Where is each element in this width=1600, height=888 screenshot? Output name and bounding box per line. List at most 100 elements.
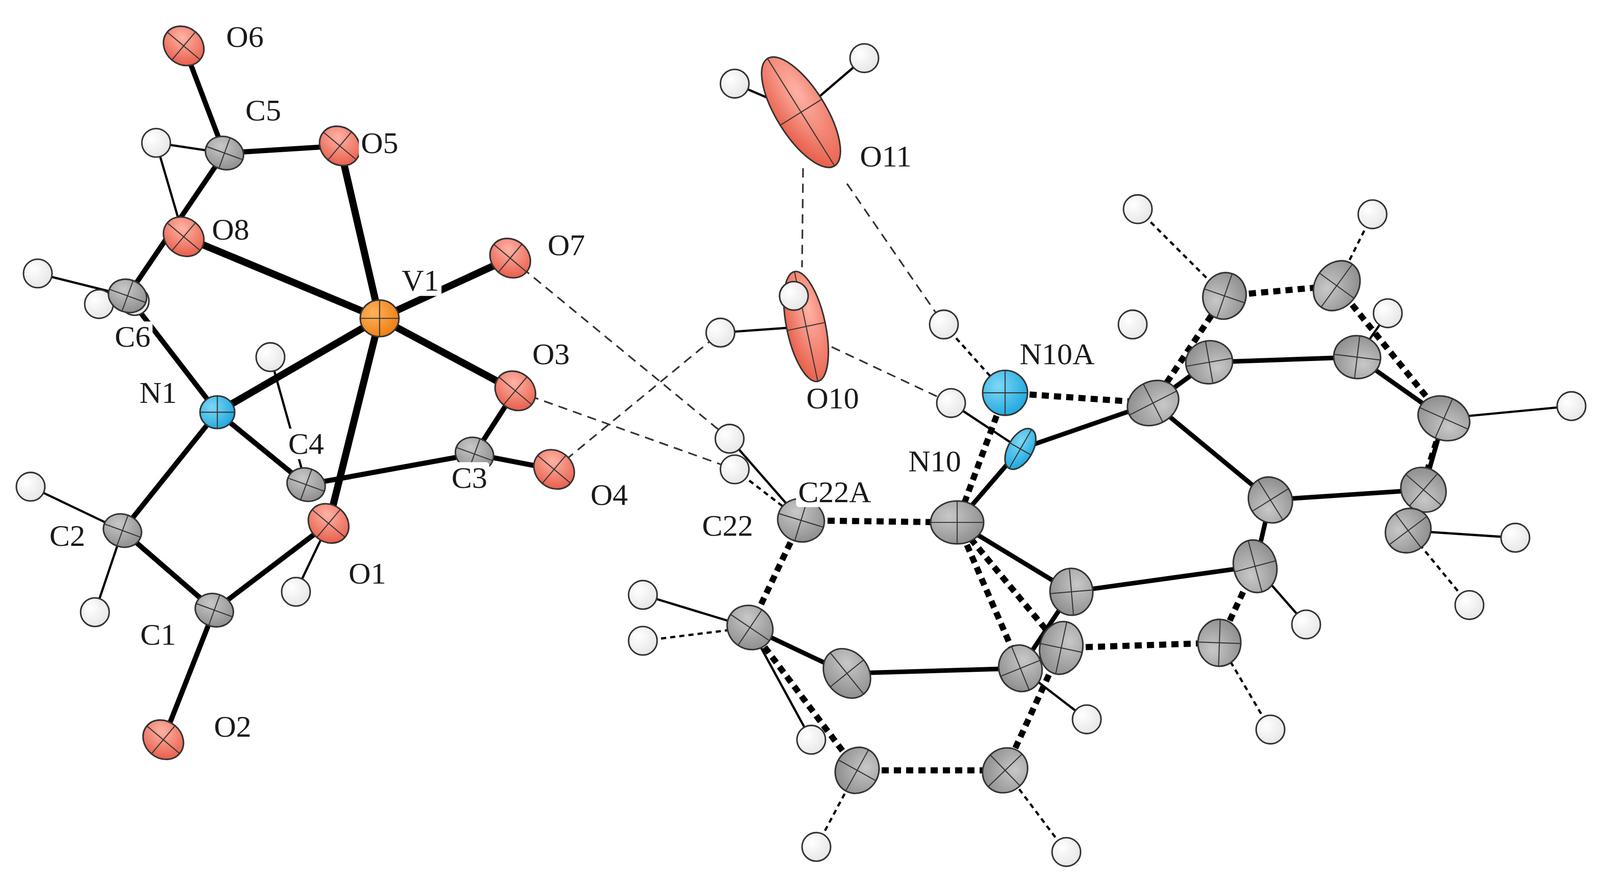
hydrogen-atom — [141, 128, 171, 158]
oxygen-atom — [746, 45, 856, 179]
atom-label: O1 — [346, 558, 389, 590]
nitrogen-atom-shape — [982, 370, 1028, 416]
principal-axis — [830, 659, 864, 688]
carbon-atom-shape — [1034, 617, 1088, 679]
hydrogen-atom-shape — [1052, 837, 1081, 867]
hydrogen-atom — [1501, 523, 1530, 552]
coordination-bond — [217, 318, 380, 413]
principal-axis — [838, 760, 877, 781]
hydrogen-atom — [929, 310, 958, 339]
hydrogen-link — [270, 357, 307, 485]
vanadium-atom — [360, 299, 399, 337]
principal-axis — [1143, 384, 1163, 423]
principal-axis — [1009, 429, 1032, 469]
carbon-atom — [103, 274, 152, 319]
principal-axis — [323, 131, 356, 160]
coordination-bond — [328, 318, 380, 524]
aromatic-bond — [847, 668, 1021, 674]
hydrogen-atom — [628, 580, 658, 609]
oxygen-atom-shape — [775, 267, 837, 386]
hydrogen-atom-shape — [1118, 310, 1147, 339]
hydrogen-atom — [1557, 391, 1586, 421]
principal-axis — [1395, 513, 1422, 548]
coordination-bond — [183, 236, 380, 319]
hydrogen-atom — [802, 832, 831, 862]
atom-label: O10 — [804, 382, 862, 414]
carbon-atom — [973, 738, 1037, 803]
hydrogen-atom — [720, 455, 749, 484]
hydrogen-atom-shape — [705, 318, 735, 347]
carbon-atom — [98, 508, 147, 553]
hydrogen-atom-shape — [1373, 298, 1402, 328]
hydrogen-atom-shape — [628, 626, 658, 655]
atom-label: O2 — [212, 711, 254, 742]
hydrogen-atom-shape — [23, 259, 52, 288]
principal-axis — [738, 609, 763, 646]
carbon-atom — [1197, 618, 1242, 667]
principal-axis — [990, 755, 1021, 786]
hydrogen-atom-shape — [720, 455, 749, 484]
principal-axis — [116, 515, 128, 546]
principal-axis — [172, 31, 196, 60]
atom-label: O5 — [358, 127, 401, 159]
covalent-bond — [122, 412, 218, 531]
hydrogen-atom-shape — [779, 281, 809, 310]
hydrogen-atom-shape — [141, 128, 171, 158]
hydrogen-atom — [1358, 200, 1387, 229]
atom-label: N10 — [906, 446, 964, 477]
principal-axis — [167, 223, 201, 251]
principal-axis — [498, 244, 522, 273]
carbon-atom-shape — [282, 462, 331, 507]
carbon-atom-shape — [1196, 266, 1253, 326]
principal-axis — [378, 299, 380, 337]
hydrogen-atom-shape — [16, 472, 46, 501]
hydrogen-atom — [1052, 837, 1081, 867]
principal-axis — [1354, 335, 1360, 379]
hydrogen-atom-shape — [1455, 590, 1484, 620]
atom-label: C3 — [449, 462, 490, 494]
carbon-atom — [1048, 566, 1096, 618]
principal-axis — [830, 653, 864, 695]
carbon-atom — [1239, 468, 1302, 532]
principal-axis — [1234, 560, 1276, 572]
hydrogen-atom — [16, 472, 46, 501]
coordination-bond — [379, 258, 511, 319]
hydrogen-atom — [797, 725, 826, 755]
hydrogen-atom — [720, 69, 749, 98]
hydrogen-atom — [281, 577, 310, 607]
oxygen-atom — [135, 711, 192, 768]
carbon-atom — [190, 588, 239, 633]
principal-axis — [216, 395, 218, 429]
carbon-atom — [1410, 388, 1477, 449]
oxygen-atom — [525, 441, 583, 498]
carbon-atom-shape — [1239, 468, 1302, 532]
hydrogen-atom-shape — [281, 577, 310, 607]
principal-axis — [1205, 341, 1213, 384]
hydrogen-atom-shape — [1501, 523, 1530, 552]
hydrogen-atom-shape — [80, 597, 109, 627]
aromatic-bond — [1071, 566, 1256, 592]
principal-axis — [787, 322, 826, 331]
carbon-atom — [1303, 251, 1370, 320]
atom-layer — [16, 17, 1586, 866]
carbon-atom-shape — [1119, 372, 1187, 435]
atom-label: O4 — [588, 479, 630, 511]
atom-label: O7 — [545, 229, 587, 261]
carbon-atom-shape — [1182, 337, 1237, 388]
hydrogen-atom — [1123, 194, 1153, 224]
atom-label: N1 — [137, 377, 179, 409]
bond-layer — [30, 45, 1572, 853]
atom-label: O3 — [530, 338, 572, 370]
hydrogen-atom-shape — [1358, 200, 1387, 229]
oxygen-atom-shape — [135, 711, 192, 768]
principal-axis — [167, 32, 201, 60]
hydrogen-bond — [510, 258, 730, 439]
hydrogen-atom-shape — [936, 388, 966, 418]
hydrogen-atom — [256, 343, 285, 372]
principal-axis — [1252, 488, 1289, 511]
oxygen-atom — [155, 208, 213, 265]
oxygen-atom — [487, 362, 544, 419]
oxygen-atom-shape — [525, 441, 583, 498]
